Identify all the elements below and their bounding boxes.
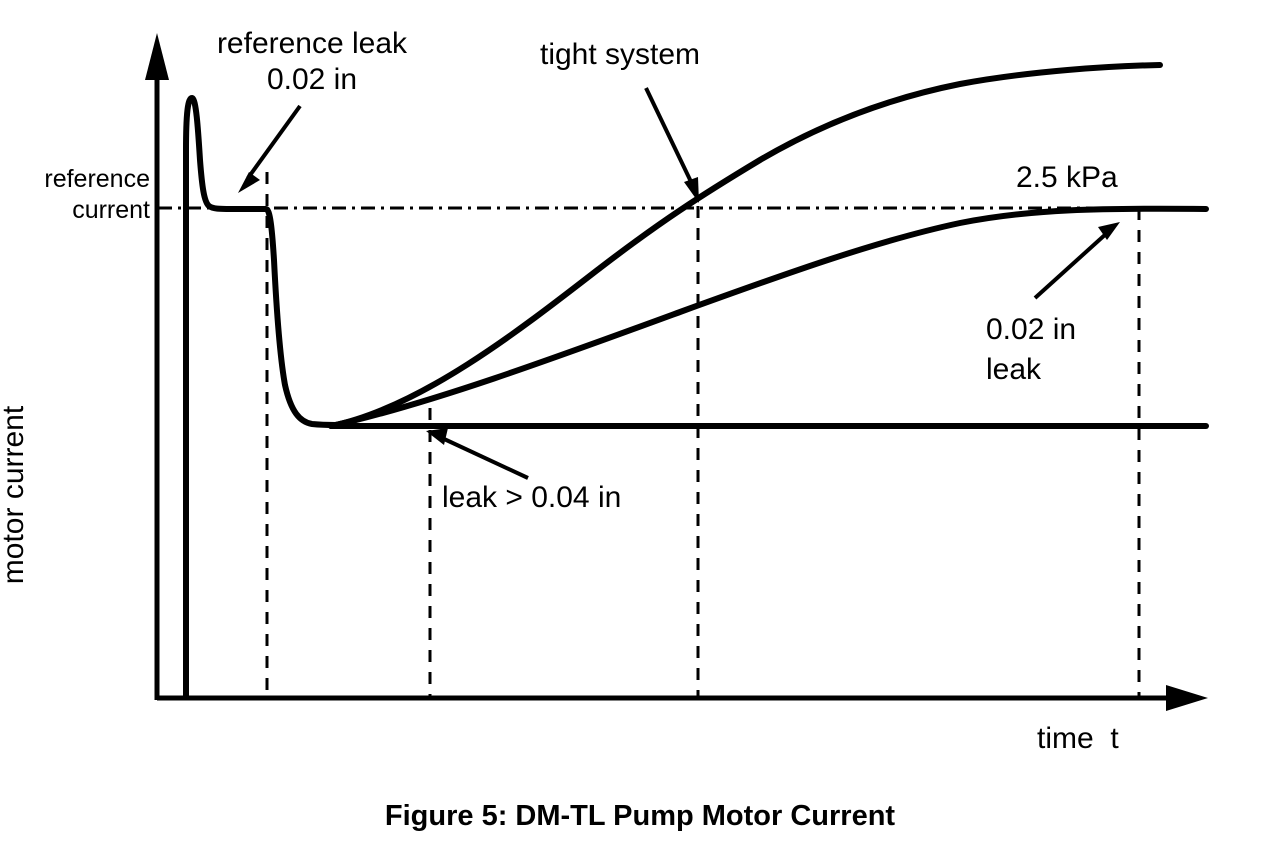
x-axis-arrowhead [1166,685,1208,711]
curve-leak-002 [328,205,1209,429]
annotation-reference-leak: reference leak 0.02 in [216,27,408,96]
annotation-leak-0-04-in: leak > 0.04 in [442,481,622,514]
curve-tight-system [328,62,1163,429]
annotation-tight-system: tight system [540,38,701,71]
leader-leak-004 [426,428,529,480]
leader-reference-leak [238,104,302,193]
annotation-leak-0-02-in: 0.02 in leak [986,313,1077,386]
annotation-reference-current: reference current [44,165,150,224]
leader-leak-002 [1033,222,1120,300]
curve-reference-phase [183,95,339,700]
annotation-pressure-2-5-kpa: 2.5 kPa [1016,161,1118,194]
y-axis [145,33,169,700]
leader-tight-system [644,87,699,203]
y-axis-arrowhead [145,33,169,80]
y-axis-label: motor current [0,405,30,585]
x-axis [157,685,1208,711]
figure-caption: Figure 5: DM-TL Pump Motor Current [384,800,896,832]
x-axis-label: time t [1037,722,1119,755]
